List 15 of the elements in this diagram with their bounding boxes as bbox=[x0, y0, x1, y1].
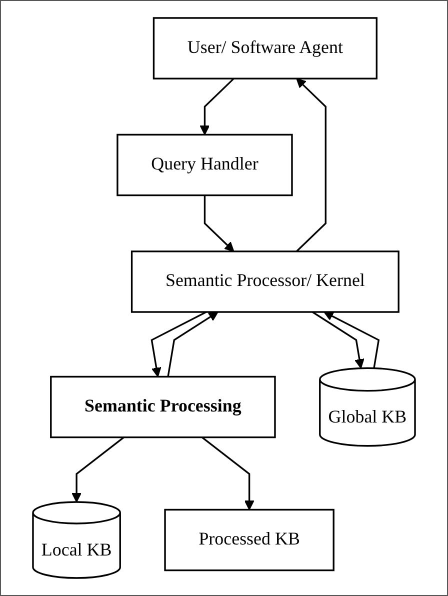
arrow bbox=[312, 311, 364, 369]
node-box bbox=[50, 376, 276, 438]
arrow bbox=[200, 78, 234, 136]
arrow bbox=[204, 195, 234, 252]
arrow bbox=[296, 78, 326, 252]
arrow bbox=[150, 311, 207, 378]
node-box bbox=[116, 134, 293, 196]
node-box bbox=[130, 250, 400, 313]
arrow bbox=[167, 312, 218, 377]
arrow bbox=[324, 312, 380, 368]
node-box bbox=[152, 17, 378, 80]
node-box bbox=[164, 508, 334, 572]
flowchart-diagram: User/ Software Agent Query Handler Semantic Processor/ Kernel Semantic Processing Local KB Processed KB Global KB bbox=[9, 9, 439, 587]
arrow bbox=[72, 436, 124, 502]
arrow bbox=[202, 436, 254, 510]
